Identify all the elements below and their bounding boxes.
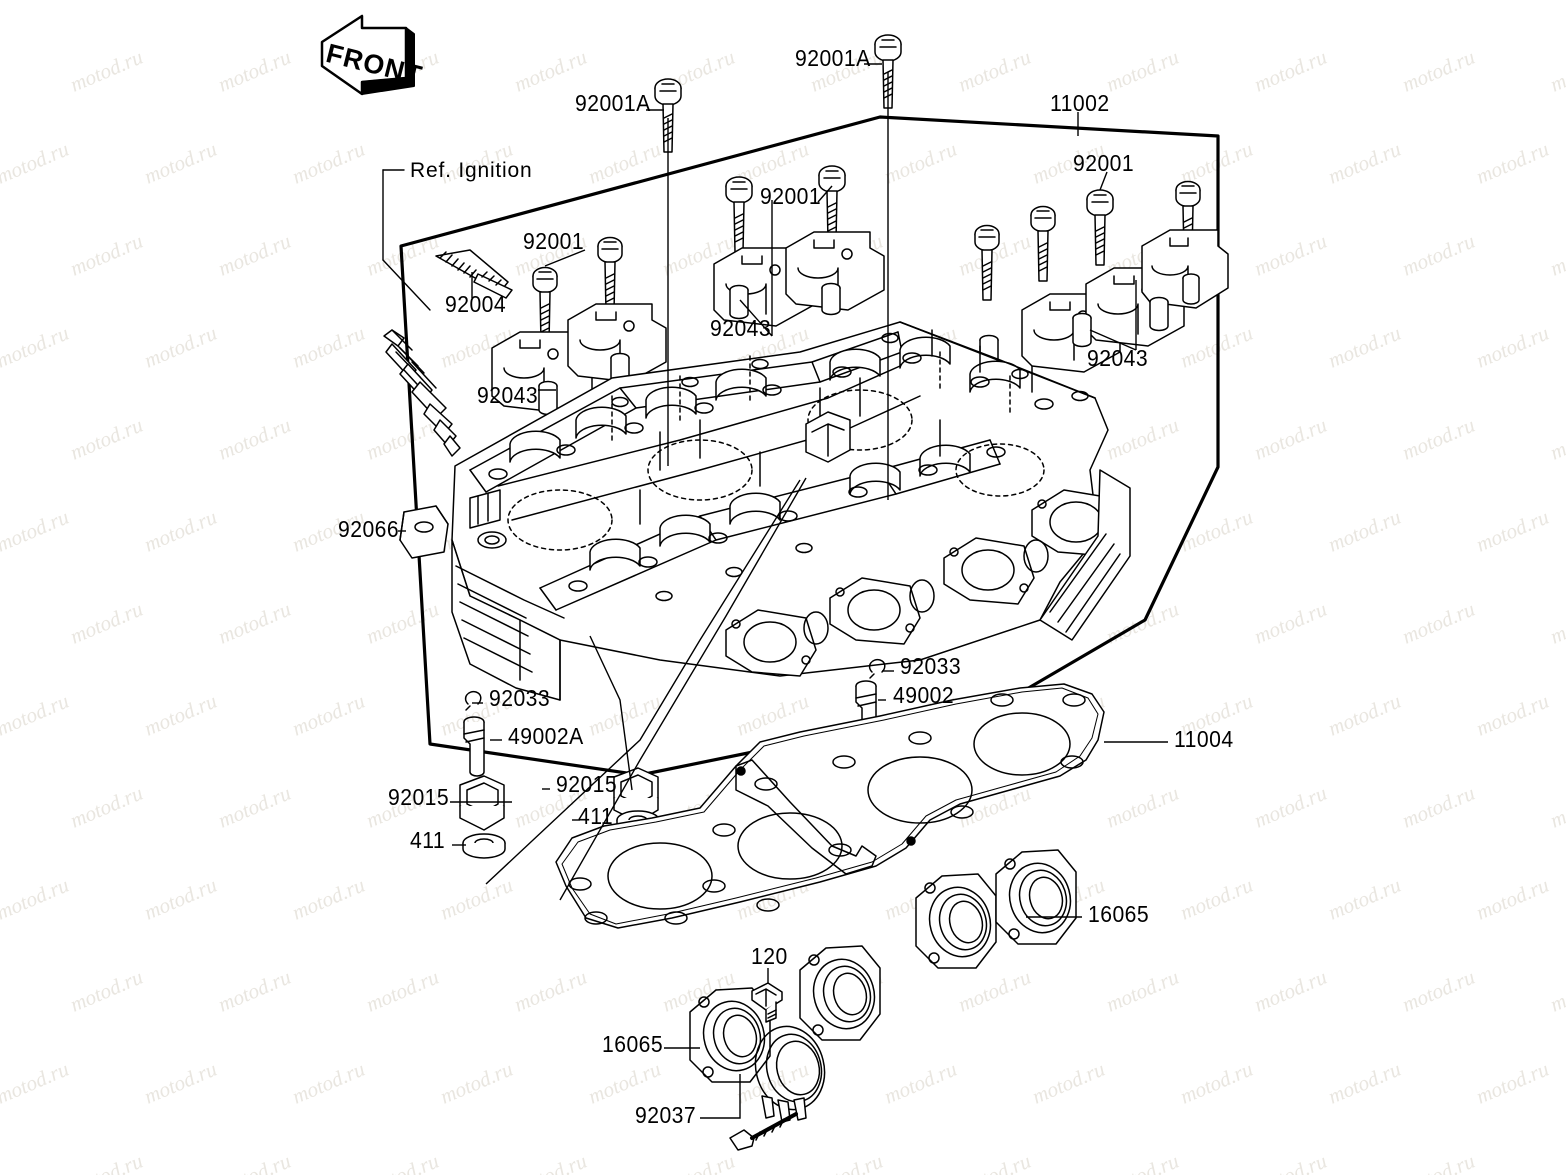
bolt-92001-g [974,224,1000,301]
part-label-92001A-top-right: 92001A [795,45,871,71]
part-label-16065-lower: 16065 [602,1031,664,1057]
snap-ring-92033-left [464,690,482,711]
nut-92015-left [459,775,505,831]
bolt-92001-i [1086,189,1114,266]
stud-92004 [435,249,513,299]
cam-cap-bolts [532,34,1201,343]
spark-plug [383,329,461,457]
head-gasket-11004 [555,683,1105,929]
cylinder-head-outline [399,115,1220,777]
part-label-92001-right: 92001 [1073,150,1135,176]
part-label-49002A: 49002A [508,723,584,749]
carb-holder-16065-d [995,849,1077,945]
part-label-92043-center: 92043 [710,315,772,341]
ref-ignition-label: Ref. Ignition [410,159,533,182]
gasket-stud-holes [568,693,1086,925]
part-label-92033-left: 92033 [489,685,551,711]
bolt-92001A-b [874,34,902,109]
part-label-92015-right: 92015 [556,771,618,797]
leader-lines [398,63,1168,1119]
part-label-92001-center: 92001 [760,183,822,209]
bolt-120 [751,982,783,1023]
part-label-92043-left: 92043 [477,382,539,408]
part-label-92015-left: 92015 [388,784,450,810]
carb-holder-16065-b [799,945,881,1041]
part-label-411-left: 411 [410,827,446,853]
nut-92015-right [613,767,659,823]
bolt-92001-d [818,165,846,242]
camshaft-caps [491,229,1229,413]
part-label-411-right: 411 [578,803,614,829]
part-label-92001A-top-left: 92001A [575,90,651,116]
part-label-11002: 11002 [1050,90,1110,116]
part-label-120: 120 [751,943,788,969]
part-label-16065-upper: 16065 [1088,901,1150,927]
part-label-11004: 11004 [1174,726,1234,752]
part-label-92043-right: 92043 [1087,345,1149,371]
bolt-92001-h [1030,205,1056,282]
part-label-92004: 92004 [445,291,507,317]
cylinder-head-casting [451,321,1131,701]
plug-92066 [399,505,449,559]
bolt-92001-c [725,176,753,253]
carb-holder-16065-c [915,873,997,969]
washer-411-left [462,833,506,859]
part-label-92033-right: 92033 [900,653,962,679]
ref-ignition-leader [382,169,431,311]
hose-clamp-92037 [729,1025,826,1151]
snap-ring-92033-right [868,658,886,679]
part-label-92037: 92037 [635,1102,697,1128]
valve-guide-49002A [463,716,485,777]
part-label-92001-left: 92001 [523,228,585,254]
part-label-49002: 49002 [893,682,955,708]
part-label-92066: 92066 [338,516,400,542]
head-bolt-bosses-lower [568,446,1006,602]
carb-holder-16065-a [689,987,771,1083]
